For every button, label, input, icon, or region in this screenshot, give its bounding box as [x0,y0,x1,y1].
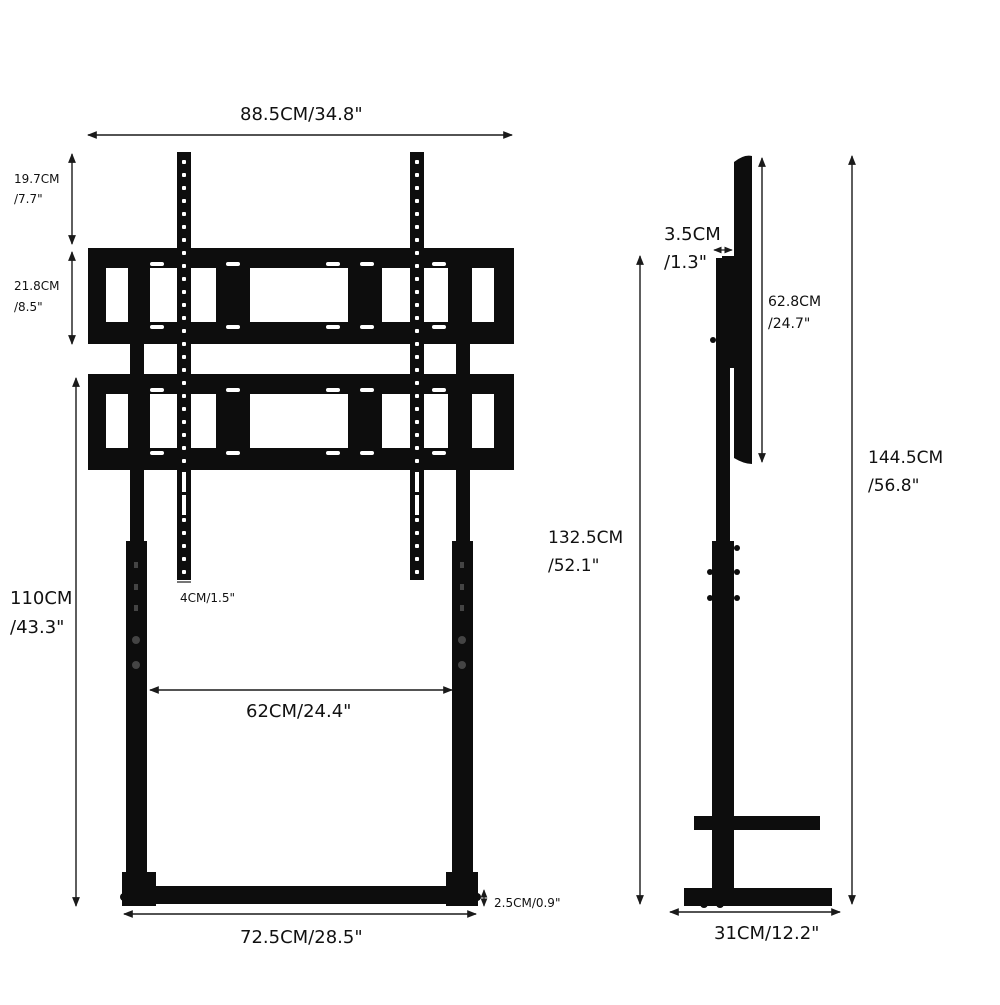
label-top-height-cm: 19.7CM [14,172,60,186]
left-pole-holes [132,562,140,669]
left-pole-front [130,248,144,470]
front-view [68,131,514,918]
label-pole-spacing: 62CM/24.4" [246,701,352,722]
label-total-height-cm: 144.5CM [868,448,944,468]
label-base-height-in: /43.3" [10,617,65,638]
side-view [636,155,856,916]
label-top-height-in: /7.7" [14,192,43,206]
label-base-width: 72.5CM/28.5" [240,927,363,948]
rail-holes-front [182,251,419,463]
side-lower-pole [712,541,734,891]
label-pole-height-in: /52.1" [548,556,600,576]
label-screen-height-in: /24.7" [768,316,811,332]
rail-holes [182,160,419,574]
side-bracket [722,256,736,368]
label-screen-height-cm: 62.8CM [768,294,822,310]
right-pole-front [456,248,470,470]
label-base-depth: 31CM/12.2" [714,923,820,944]
base-left-knob [120,893,128,901]
label-base-height-cm: 110CM [10,588,73,609]
label-rail-width: 4CM/1.5" [180,591,236,605]
label-overall-width: 88.5CM/34.8" [240,104,363,125]
side-base-foot-2 [716,900,724,908]
left-lower-pole [126,541,147,886]
right-lower-pole [452,541,473,886]
label-pole-height-cm: 132.5CM [548,528,624,548]
bracket-slots [150,262,446,455]
right-pole-holes [458,562,466,669]
label-offset-cm: 3.5CM [664,224,721,245]
base-right-knob [473,893,481,901]
label-total-height-in: /56.8" [868,476,920,496]
label-bracket-height-in: /8.5" [14,300,43,314]
base-crossbar [124,886,476,904]
side-base-foot-1 [700,900,708,908]
label-offset-in: /1.3" [664,252,707,273]
label-base-thickness: 2.5CM/0.9" [494,896,561,910]
label-bracket-height-cm: 21.8CM [14,279,60,293]
side-screen [734,155,752,464]
